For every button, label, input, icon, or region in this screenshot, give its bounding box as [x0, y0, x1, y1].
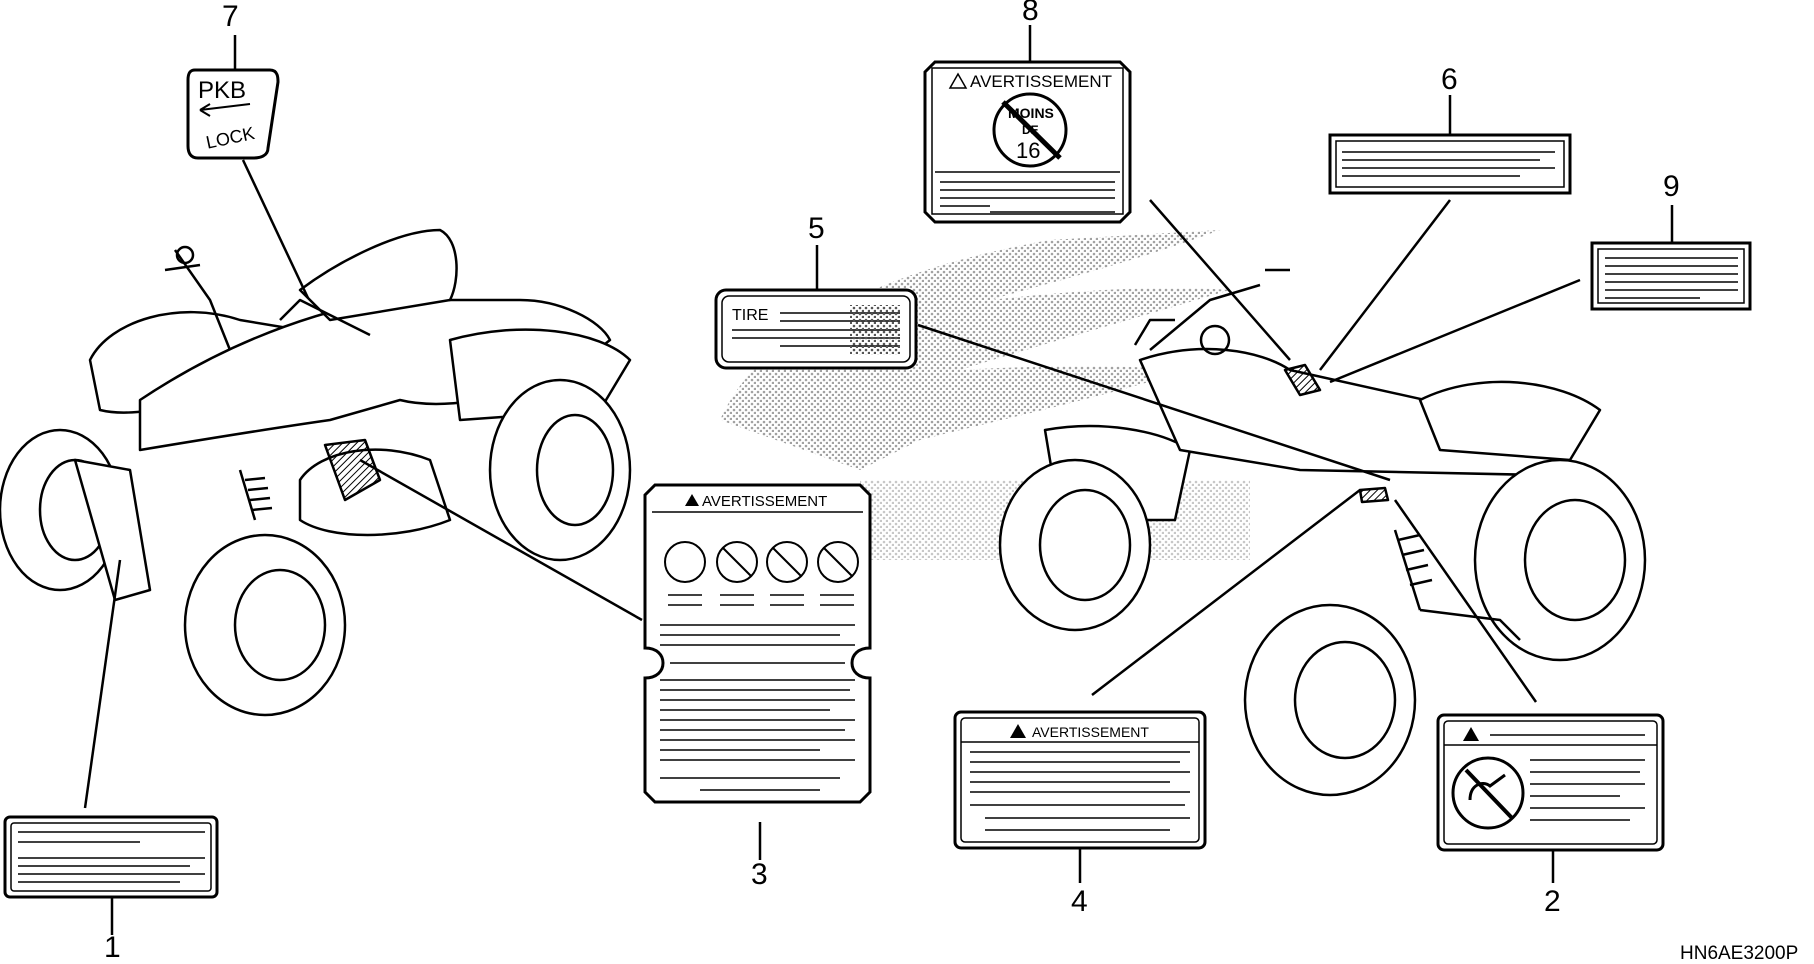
large-warning-decal: AVERTISSEMENT: [643, 483, 872, 804]
tire-info-decal: TIRE: [714, 288, 918, 370]
callout-4: 4: [1071, 885, 1088, 918]
atv-front-view: [0, 228, 632, 717]
label-decal-6: [1328, 133, 1572, 195]
atv-rear-view: [998, 268, 1647, 797]
warning-triangle-icon: [948, 72, 968, 89]
callout-1: 1: [104, 931, 121, 964]
warning-triangle-icon: [1010, 724, 1026, 738]
pkb-lock-decal: PKB LOCK: [186, 68, 280, 160]
prohibition-circle-icon: [664, 541, 859, 583]
label-decal-1: [3, 815, 219, 899]
no-rider-age-icon: MOINS DE 16: [992, 92, 1068, 168]
callout-7: 7: [222, 0, 239, 33]
tire-label: TIRE: [732, 307, 768, 324]
callout-5: 5: [808, 212, 825, 245]
callout-2: 2: [1544, 885, 1561, 918]
warning-triangle-icon: [1463, 727, 1479, 741]
callout-6: 6: [1441, 63, 1458, 96]
callout-8: 8: [1022, 0, 1039, 27]
age-warning-decal: AVERTISSEMENT MOINS DE 16: [923, 60, 1132, 224]
warning-triangle-icon: [685, 494, 699, 506]
leader-lines: [83, 25, 1674, 935]
no-wrench-icon: [1451, 756, 1525, 830]
callout-3: 3: [751, 858, 768, 891]
label-decal-9: [1590, 241, 1752, 311]
warning-decal-2: [1436, 713, 1665, 852]
decal-8-warning-title: AVERTISSEMENT: [970, 72, 1112, 91]
callout-9: 9: [1663, 170, 1680, 203]
warning-decal-4: AVERTISSEMENT: [953, 710, 1207, 850]
diagram-code: HN6AE3200P: [1680, 943, 1799, 964]
svg-text:16: 16: [1016, 138, 1040, 163]
pkb-label: PKB: [198, 77, 246, 104]
left-arrow-icon: [199, 103, 251, 117]
decal-4-warning-title: AVERTISSEMENT: [1032, 724, 1149, 740]
decal-3-warning-title: AVERTISSEMENT: [702, 493, 827, 510]
